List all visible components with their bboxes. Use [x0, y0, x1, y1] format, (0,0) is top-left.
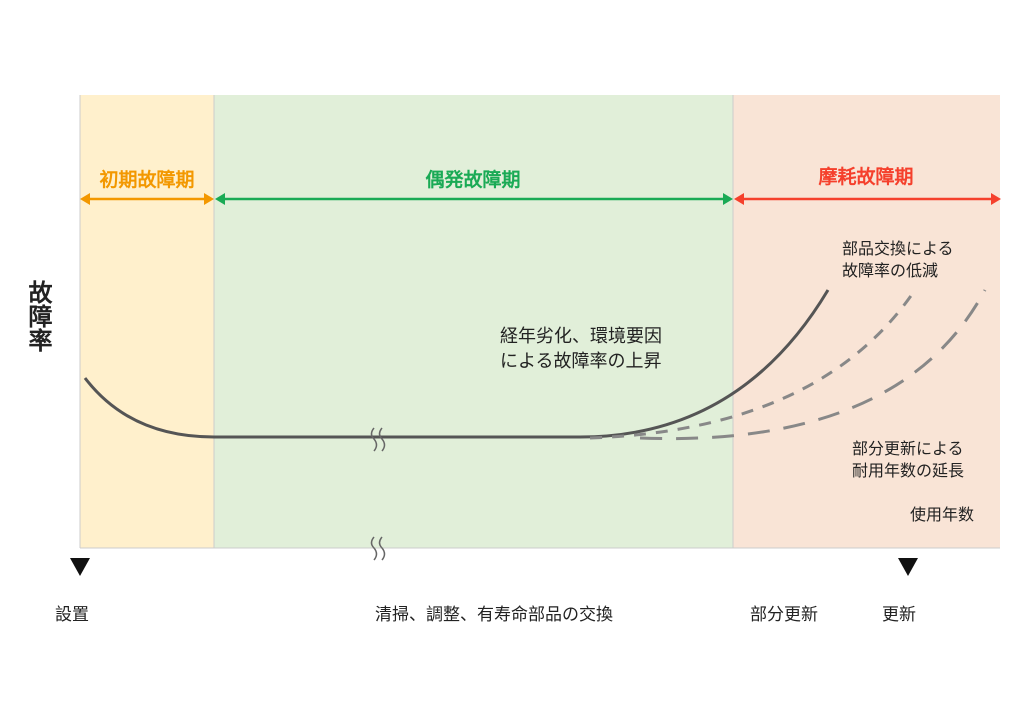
maintenance-label: 清掃、調整、有寿命部品の交換 [375, 605, 613, 625]
replacement-annotation: 部品交換による 故障率の低減 [842, 238, 954, 282]
random-phase-label: 偶発故障期 [425, 169, 521, 191]
install-marker-icon [70, 558, 90, 576]
wearout-phase-label: 摩耗故障期 [818, 166, 914, 188]
replace-line-2: 故障率の低減 [842, 261, 939, 280]
rise-line-2: による故障率の上昇 [500, 351, 662, 372]
break-mark-icon [370, 536, 386, 561]
wearout-phase-region [733, 95, 1000, 548]
initial-phase-arrow [80, 193, 214, 205]
install-label: 設置 [55, 605, 89, 625]
renewal-annotation: 部分更新による 耐用年数の延長 [852, 438, 964, 482]
y-axis-label: 故障率 [24, 280, 52, 352]
replace-line-1: 部品交換による [842, 239, 954, 258]
random-phase-arrow [215, 193, 733, 205]
break-mark-icon [370, 427, 386, 452]
partial-renewal-curve [639, 289, 987, 441]
partial-renewal-label: 部分更新 [750, 605, 818, 625]
wearout-phase-arrow [734, 193, 1001, 205]
random-phase-region [214, 95, 733, 548]
renew-line-1: 部分更新による [852, 439, 964, 458]
rise-annotation: 経年劣化、環境要因 による故障率の上昇 [500, 324, 662, 374]
part-replacement-curve [589, 289, 917, 440]
rise-line-1: 経年劣化、環境要因 [500, 326, 662, 347]
renewal-marker-icon [898, 558, 918, 576]
renewal-label: 更新 [882, 605, 916, 625]
renew-line-2: 耐用年数の延長 [852, 461, 965, 480]
initial-phase-label: 初期故障期 [99, 169, 195, 191]
initial-phase-region [80, 95, 214, 548]
x-axis-label: 使用年数 [910, 505, 975, 524]
